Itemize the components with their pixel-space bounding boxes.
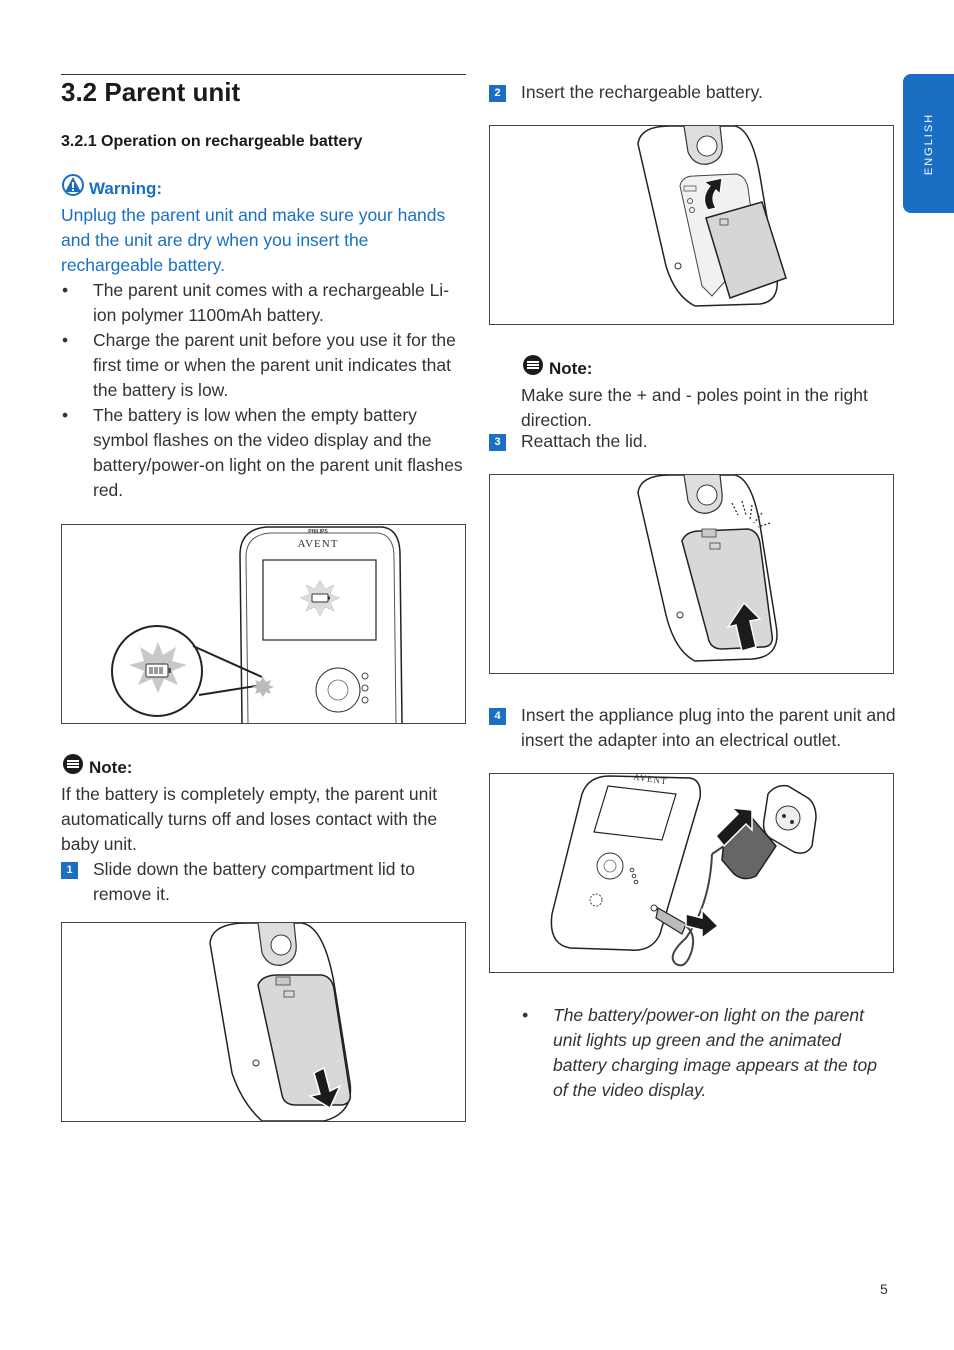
step-4-text: Insert the appliance plug into the paren… bbox=[521, 705, 896, 750]
note1-block: Note: If the battery is completely empty… bbox=[61, 753, 466, 907]
step-3: 3 Reattach the lid. bbox=[489, 429, 926, 454]
warning-label: Warning: bbox=[89, 179, 163, 198]
step-3-text: Reattach the lid. bbox=[521, 431, 648, 451]
step-3-number: 3 bbox=[489, 434, 506, 451]
note2-label: Note: bbox=[549, 359, 593, 378]
figure-insert-battery bbox=[489, 125, 894, 325]
note2-text: Make sure the + and - poles point in the… bbox=[521, 385, 868, 430]
note2-header: Note: bbox=[521, 354, 894, 383]
note-icon bbox=[521, 354, 545, 383]
step-1-text: Slide down the battery compartment lid t… bbox=[93, 859, 415, 904]
section-rule bbox=[61, 74, 466, 75]
step-2-number: 2 bbox=[489, 85, 506, 102]
result-block: The battery/power-on light on the parent… bbox=[521, 1003, 894, 1103]
step-1-number: 1 bbox=[61, 862, 78, 879]
warning-icon bbox=[61, 174, 85, 203]
list-item: The battery/power-on light on the parent… bbox=[521, 1003, 894, 1103]
list-item: The parent unit comes with a rechargeabl… bbox=[61, 278, 466, 328]
info-bullets: The parent unit comes with a rechargeabl… bbox=[61, 278, 466, 503]
section-title: 3.2 Parent unit bbox=[61, 77, 241, 107]
section-subtitle: 3.2.1 Operation on rechargeable battery bbox=[61, 133, 363, 150]
note1-text: If the battery is completely empty, the … bbox=[61, 784, 438, 854]
figure-parent-unit-low-battery: PHILIPS AVENT bbox=[61, 524, 466, 724]
page-number: 5 bbox=[880, 1281, 888, 1297]
warning-text: Unplug the parent unit and make sure you… bbox=[61, 205, 446, 275]
figure-plug-adapter: AVENT bbox=[489, 773, 894, 973]
note2-block: Note: Make sure the + and - poles point … bbox=[521, 354, 894, 433]
step-4-number: 4 bbox=[489, 708, 506, 725]
list-item: Charge the parent unit before you use it… bbox=[61, 328, 466, 403]
language-tab: ENGLISH bbox=[903, 74, 954, 213]
note1-label: Note: bbox=[89, 758, 133, 777]
figure-remove-lid bbox=[61, 922, 466, 1122]
brand-name: AVENT bbox=[298, 538, 339, 550]
language-tab-label: ENGLISH bbox=[922, 112, 935, 175]
brand-top: PHILIPS bbox=[308, 529, 328, 535]
note-icon bbox=[61, 753, 85, 782]
step-1: 1 Slide down the battery compartment lid… bbox=[61, 857, 466, 907]
step-2-text: Insert the rechargeable battery. bbox=[521, 82, 763, 102]
step-4: 4 Insert the appliance plug into the par… bbox=[489, 703, 926, 753]
list-item: The battery is low when the empty batter… bbox=[61, 403, 466, 503]
left-column: 3.2 Parent unit 3.2.1 Operation on recha… bbox=[61, 74, 466, 503]
note1-header: Note: bbox=[61, 753, 466, 782]
result-bullets: The battery/power-on light on the parent… bbox=[521, 1003, 894, 1103]
warning-header: Warning: bbox=[61, 174, 466, 203]
step-2: 2 Insert the rechargeable battery. bbox=[489, 80, 926, 105]
figure-reattach-lid bbox=[489, 474, 894, 674]
